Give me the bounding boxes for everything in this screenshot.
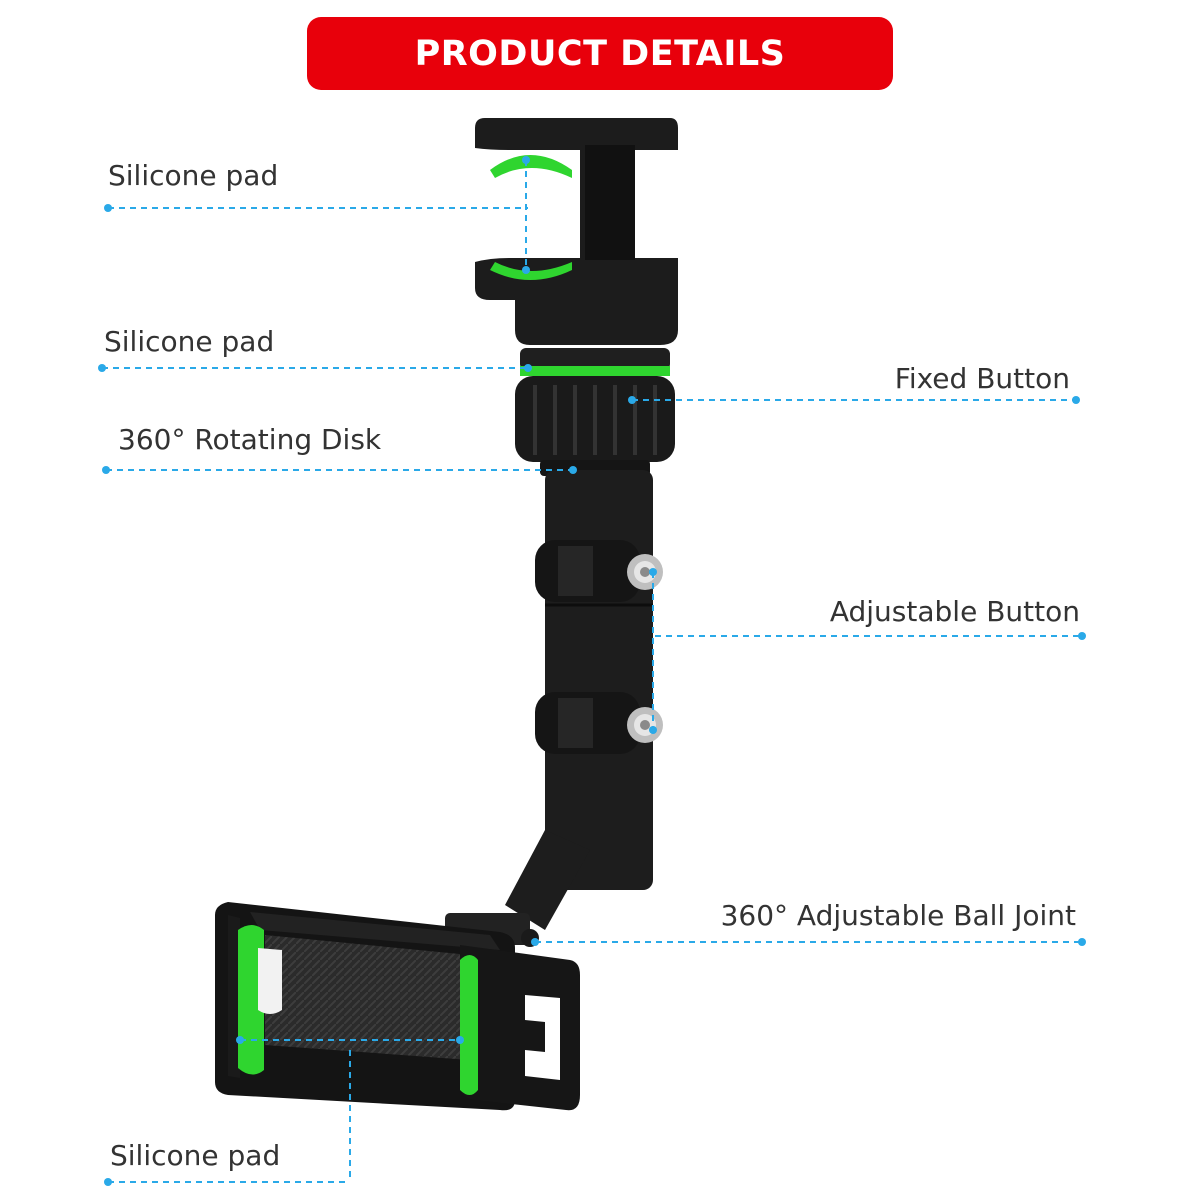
adjustable-knob-lower [627,707,663,743]
top-clamp [475,118,678,345]
silicone-pad-upper [490,155,572,178]
adjustable-arm [505,470,653,930]
leader-lines [102,160,1082,1183]
label-ball-joint: 360° Adjustable Ball Joint [720,899,1076,932]
page-title: PRODUCT DETAILS [414,33,786,74]
label-rotating-disk: 360° Rotating Disk [118,423,382,456]
title-banner: PRODUCT DETAILS [307,17,893,90]
label-silicone-pad-middle: Silicone pad [104,325,275,358]
phone-holder [215,902,580,1111]
adjustable-knob-upper [627,554,663,590]
label-silicone-pad-top: Silicone pad [108,159,279,192]
silicone-pad-lower [490,262,572,280]
label-fixed-button: Fixed Button [894,362,1070,395]
silicone-pad-side [238,925,264,1075]
label-silicone-pad-bottom: Silicone pad [110,1139,281,1172]
label-adjustable-button: Adjustable Button [829,595,1080,628]
leader-dots [98,156,1086,1186]
rotating-collar [515,348,675,476]
